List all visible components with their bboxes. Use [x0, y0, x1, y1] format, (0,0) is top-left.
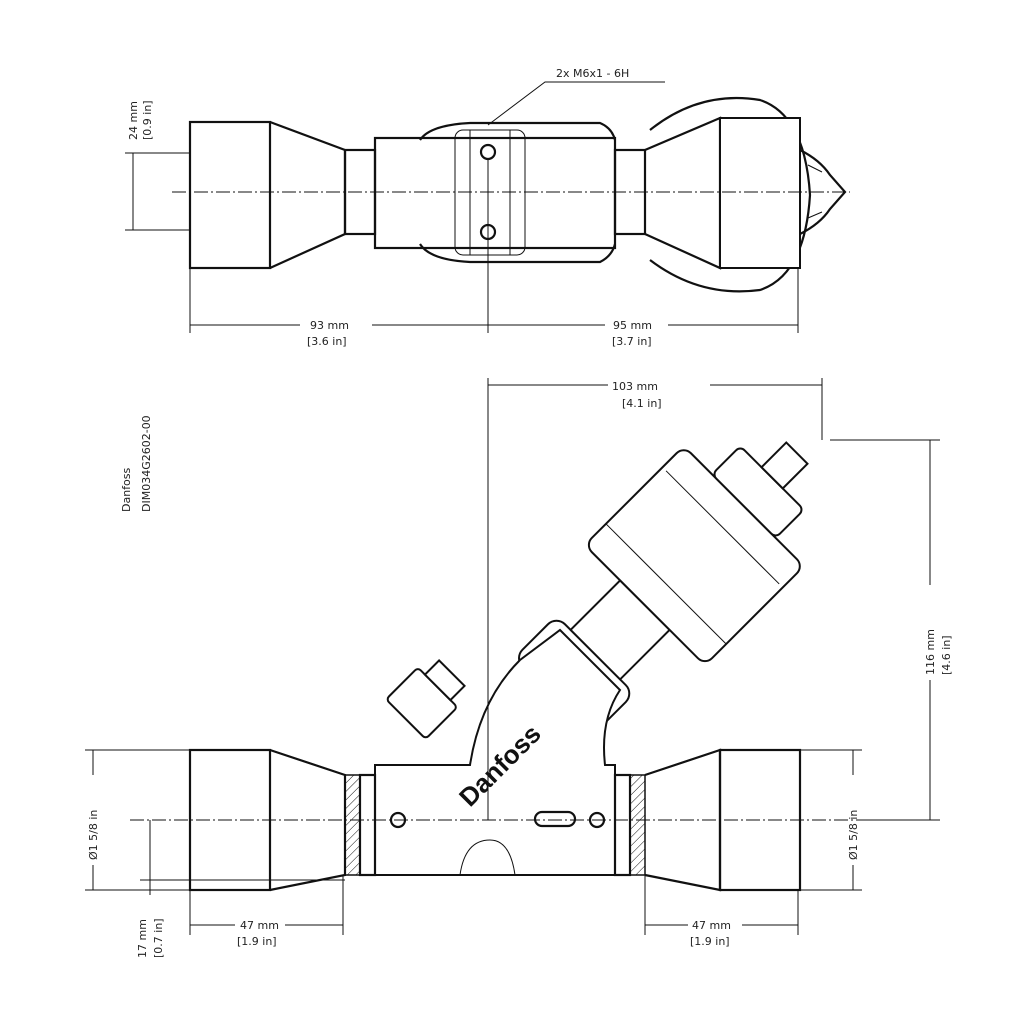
dim-left-diameter: Ø1 5/8 in: [87, 810, 100, 860]
thread-hole-icon: [479, 143, 497, 161]
body-bulge: [419, 121, 617, 264]
dim-left-47mm-in: [1.9 in]: [237, 935, 277, 948]
dim-17mm: 17 mm: [136, 919, 149, 958]
side-view: Danfoss 103 mm [4.1 in] 116 mm [4.6 in] …: [85, 378, 953, 958]
dim-93mm: 93 mm: [310, 319, 349, 332]
hatched-section: [344, 774, 361, 876]
dim-right-47mm-in: [1.9 in]: [690, 935, 730, 948]
dim-17mm-in: [0.7 in]: [152, 918, 165, 958]
right-socket: [719, 117, 801, 269]
left-socket: [188, 120, 272, 270]
dim-116mm-in: [4.6 in]: [940, 635, 953, 675]
dim-95mm-in: [3.7 in]: [612, 335, 652, 348]
slot: [533, 810, 577, 828]
drawing-id: DIM034G2602-00: [140, 415, 153, 512]
side-port: [386, 659, 466, 739]
valve-body: [374, 628, 622, 876]
actuator-outline: [649, 96, 812, 293]
dim-24mm-in: [0.9 in]: [141, 100, 154, 140]
left-cone: [269, 120, 347, 270]
top-view: 24 mm [0.9 in] 93 mm [3.6 in] 95 mm [3.7…: [125, 67, 850, 348]
dim-95mm: 95 mm: [613, 319, 652, 332]
dim-24mm: 24 mm: [127, 101, 140, 140]
thread-note: 2x M6x1 - 6H: [556, 67, 629, 80]
dim-right-diameter: Ø1 5/8 in: [847, 810, 860, 860]
brand-label: Danfoss: [120, 467, 133, 512]
dim-103mm-in: [4.1 in]: [622, 397, 662, 410]
dim-116mm: 116 mm: [924, 629, 937, 675]
dim-103mm: 103 mm: [612, 380, 658, 393]
right-cone: [644, 116, 722, 270]
dim-left-47mm: 47 mm: [240, 919, 279, 932]
dim-93mm-in: [3.6 in]: [307, 335, 347, 348]
dim-right-47mm: 47 mm: [692, 919, 731, 932]
